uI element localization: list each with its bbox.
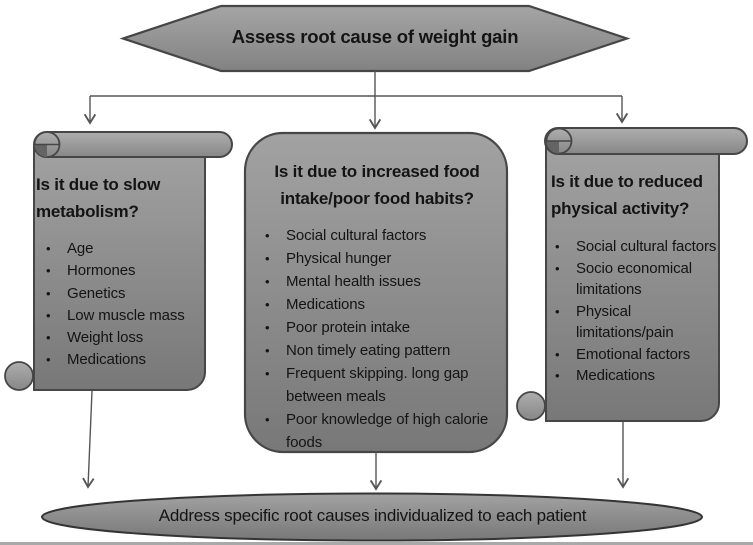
list-item: • Physical limitations/pain: [555, 301, 718, 344]
scroll-top-curl-inner: [546, 141, 559, 154]
panel-title: Is it due to increased food intake/poor …: [274, 162, 480, 208]
scroll-bottom-curl: [516, 391, 546, 421]
scroll-shape-physical-activity: [516, 127, 748, 422]
list-item: • Medications: [555, 365, 718, 387]
list-item: • Low muscle mass: [46, 305, 198, 327]
bullet-icon: •: [265, 228, 270, 243]
bullet-icon: •: [555, 303, 560, 319]
list-item: • Social cultural factors: [265, 224, 496, 247]
bullet-icon: •: [265, 366, 270, 381]
footer-node-label: Address specific root causes individuali…: [158, 506, 587, 525]
arrow-left-to-footer: [82, 390, 95, 489]
list-item: • Physical hunger: [265, 247, 496, 270]
bullet-text: Physical hunger: [286, 250, 392, 267]
bullet-list: • Age • Hormones • Genetics • Low muscle mas…: [36, 238, 198, 372]
scroll-body: [33, 144, 206, 391]
list-item: • Social cultural factors: [555, 236, 718, 258]
bullet-text: Frequent skipping. long gap between meal…: [286, 365, 469, 405]
panel-food-habits: Is it due to increased food intake/poor …: [258, 158, 496, 454]
bullet-icon: •: [46, 241, 51, 256]
bullet-text: Hormones: [67, 262, 136, 280]
bullet-icon: •: [265, 320, 270, 335]
bullet-text: Medications: [576, 367, 655, 384]
bullet-icon: •: [46, 352, 51, 368]
bullet-text: Mental health issues: [286, 273, 421, 290]
bullet-icon: •: [46, 330, 51, 346]
panel-slow-metabolism: Is it due to slow metabolism? • Age • Horm…: [36, 171, 198, 372]
list-item: • Emotional factors: [555, 344, 718, 366]
bullet-icon: •: [555, 346, 560, 362]
bullet-text: Poor protein intake: [286, 319, 411, 336]
panel-title: Is it due to reduced physical activity?: [551, 172, 703, 218]
list-item: • Medications: [46, 349, 198, 371]
bullet-icon: •: [265, 297, 270, 312]
bullet-icon: •: [265, 274, 270, 289]
bullet-text: Emotional factors: [576, 345, 691, 363]
list-item: • Frequent skipping. long gap between mea…: [265, 362, 496, 408]
list-item: • Socio economical limitations: [555, 258, 718, 301]
scroll-top-roll: [33, 131, 233, 158]
list-item: • Medications: [265, 293, 496, 316]
list-item: • Poor knowledge of high calorie foods: [265, 408, 496, 454]
bullet-icon: •: [46, 285, 51, 301]
bullet-text: Non timely eating pattern: [286, 342, 451, 359]
bullet-text: Medications: [67, 351, 146, 369]
bullet-icon: •: [46, 307, 51, 323]
scroll-shape-slow-metabolism: [4, 131, 233, 391]
list-item: • Age: [46, 238, 198, 260]
bullet-icon: •: [265, 251, 270, 266]
bullet-text: Socio economical limitations: [576, 259, 692, 299]
bullet-list: • Social cultural factors • Physical hunge…: [258, 224, 496, 454]
bullet-text: Social cultural factors: [576, 238, 717, 255]
bullet-icon: •: [265, 343, 270, 358]
bullet-text: Poor knowledge of high calorie foods: [286, 411, 489, 451]
list-item: • Poor protein intake: [265, 316, 496, 339]
ellipse-footer-shape: [41, 492, 703, 542]
bullet-text: Physical limitations/pain: [576, 302, 674, 342]
bullet-text: Medications: [286, 296, 365, 313]
bullet-icon: •: [555, 260, 560, 276]
list-item: • Mental health issues: [265, 270, 496, 293]
list-item: • Weight loss: [46, 327, 198, 349]
bullet-icon: •: [555, 368, 560, 383]
list-item: • Hormones: [46, 260, 198, 282]
scroll-body: [545, 141, 720, 422]
bullet-text: Genetics: [67, 284, 126, 302]
scroll-top-roll: [544, 127, 748, 155]
hexagon-root-shape: [119, 4, 631, 73]
connector-lines: [82, 71, 630, 491]
bullet-text: Weight loss: [67, 329, 144, 347]
root-node-label: Assess root cause of weight gain: [231, 26, 519, 47]
list-item: • Non timely eating pattern: [265, 339, 496, 362]
panel-physical-activity: Is it due to reduced physical activity? …: [551, 168, 718, 387]
bullet-text: Low muscle mass: [67, 306, 185, 324]
bullet-text: Age: [67, 240, 94, 257]
bullet-text: Social cultural factors: [286, 227, 427, 244]
scroll-bottom-curl: [4, 361, 34, 391]
scroll-top-curl-inner: [34, 144, 47, 157]
list-item: • Genetics: [46, 283, 198, 305]
image-bottom-border: [0, 542, 753, 545]
panel-title: Is it due to slow metabolism?: [36, 175, 161, 221]
bullet-list: • Social cultural factors • Socio economic…: [551, 236, 718, 387]
bullet-icon: •: [265, 412, 270, 427]
bullet-icon: •: [46, 263, 51, 279]
bullet-icon: •: [555, 239, 560, 254]
